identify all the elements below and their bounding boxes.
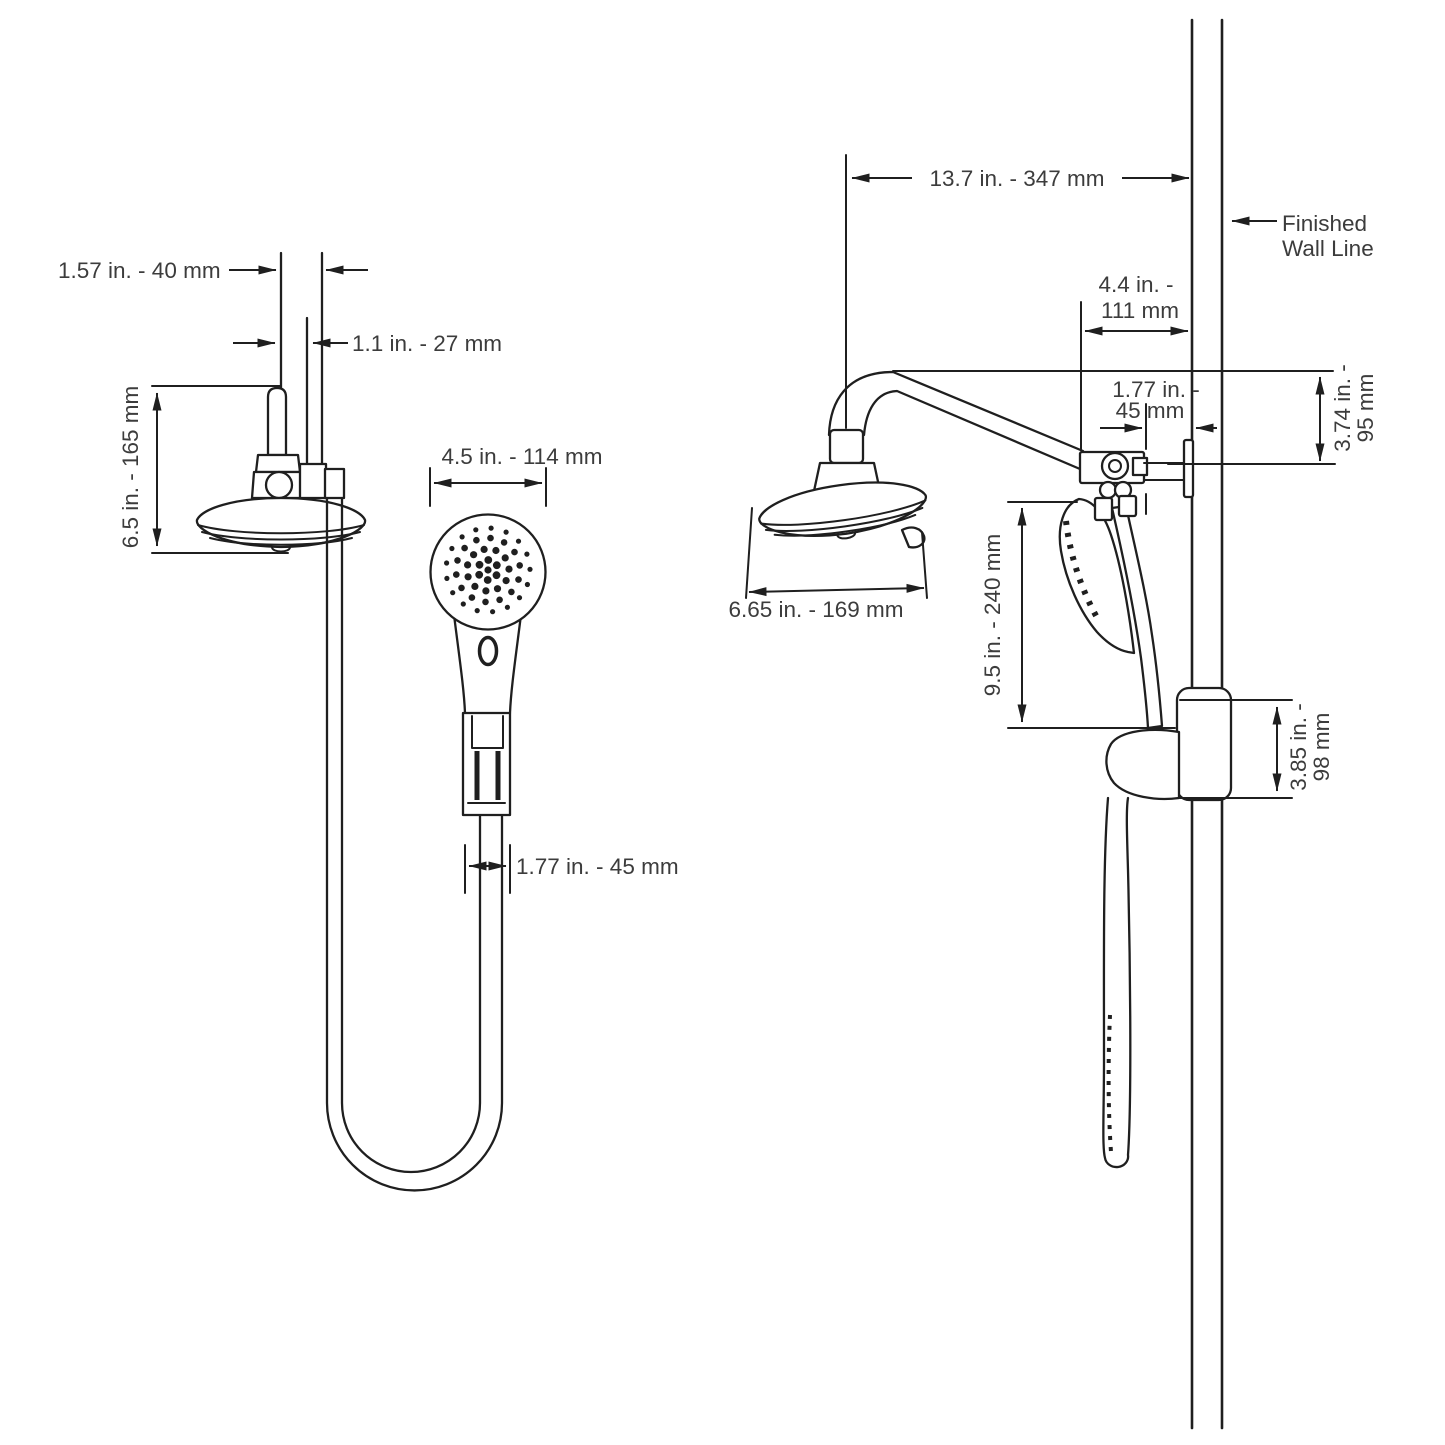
- dim-pipe-width-label: 1.57 in. - 40 mm: [58, 258, 221, 283]
- dim-reference-line: [1179, 699, 1293, 799]
- dim-extension-lines: [745, 507, 928, 599]
- dim-extension-lines: [464, 844, 511, 894]
- dim-head-height-label: 6.5 in. - 165 mm: [118, 386, 143, 549]
- wall-pipe: [1143, 462, 1185, 481]
- front-view: 1.57 in. - 40 mm 1.1 in. - 27 mm 6.5 in.…: [58, 251, 679, 1192]
- dim-head-drop-label-line1: 3.74 in. -: [1330, 364, 1355, 452]
- diverter-body: [298, 462, 328, 500]
- clip-left: [1093, 496, 1114, 522]
- hose-texture: [1106, 1014, 1113, 1153]
- handshower-button: [477, 635, 499, 667]
- dim-handshower-diameter-label: 4.5 in. - 114 mm: [442, 444, 603, 469]
- dim-head-drop-label-line2: 95 mm: [1353, 374, 1378, 443]
- pivot-ring: [1100, 451, 1130, 481]
- dim-arm-offset-label-line2: 111 mm: [1101, 298, 1179, 323]
- hand-head-side: [1058, 497, 1136, 655]
- hose-outer: [325, 496, 504, 1192]
- ball-joint: [264, 470, 294, 500]
- dim-holder-height-label-line2: 98 mm: [1309, 713, 1334, 782]
- dim-extension-lines: [151, 385, 289, 554]
- bracket-slots: [474, 751, 501, 800]
- handle-left-edge: [451, 605, 467, 715]
- finished-wall-label-line1: Finished: [1282, 211, 1367, 236]
- shower-arm: [827, 370, 1085, 471]
- showerhead-disc-side: [754, 472, 932, 552]
- bracket-detail-lines: [467, 715, 506, 804]
- wall-flange: [1182, 438, 1195, 499]
- dim-reference-line: [1007, 501, 1176, 729]
- hand-handle-side: [1110, 504, 1164, 730]
- showerhead-nut: [254, 453, 302, 474]
- dim-wall-clearance-label-line2: 45 mm: [1116, 398, 1185, 423]
- holder-cup: [1105, 728, 1181, 801]
- dim-head-diameter-label: 6.65 in. - 169 mm: [728, 597, 903, 622]
- finished-wall-label-line2: Wall Line: [1282, 236, 1374, 261]
- dim-pipe-offset-label: 1.1 in. - 27 mm: [352, 331, 502, 356]
- clip-right: [1117, 494, 1138, 518]
- hose-side: [1102, 796, 1132, 1169]
- dim-handshower-length-label: 9.5 in. - 240 mm: [980, 534, 1005, 697]
- side-view: 13.7 in. - 347 mm Finished Wall Line 4.4…: [728, 18, 1378, 1430]
- holder-plate: [1175, 686, 1233, 802]
- dim-arm-offset-label-line1: 4.4 in. -: [1098, 272, 1173, 297]
- dim-extension-lines: [429, 467, 547, 507]
- dim-wall-clearance-label-line1: 1.77 in. -: [1112, 377, 1200, 402]
- showerhead-stem: [266, 386, 288, 457]
- dim-bracket-width-label: 1.77 in. - 45 mm: [516, 854, 679, 879]
- head-lip: [900, 526, 926, 549]
- spray-dots: [444, 525, 533, 615]
- handle-right-edge: [508, 605, 524, 715]
- pivot-center: [1108, 459, 1122, 473]
- hose-inner: [340, 496, 482, 1174]
- dim-arm-reach-label: 13.7 in. - 347 mm: [929, 166, 1104, 191]
- diverter-outlet: [323, 467, 346, 500]
- dim-arrow: [748, 583, 925, 597]
- pivot-latch: [1131, 456, 1149, 477]
- yoke-left: [1098, 480, 1118, 500]
- showerhead-disc: [195, 496, 367, 553]
- arm-nut: [828, 428, 865, 465]
- dim-holder-height-label-line1: 3.85 in. -: [1286, 703, 1311, 791]
